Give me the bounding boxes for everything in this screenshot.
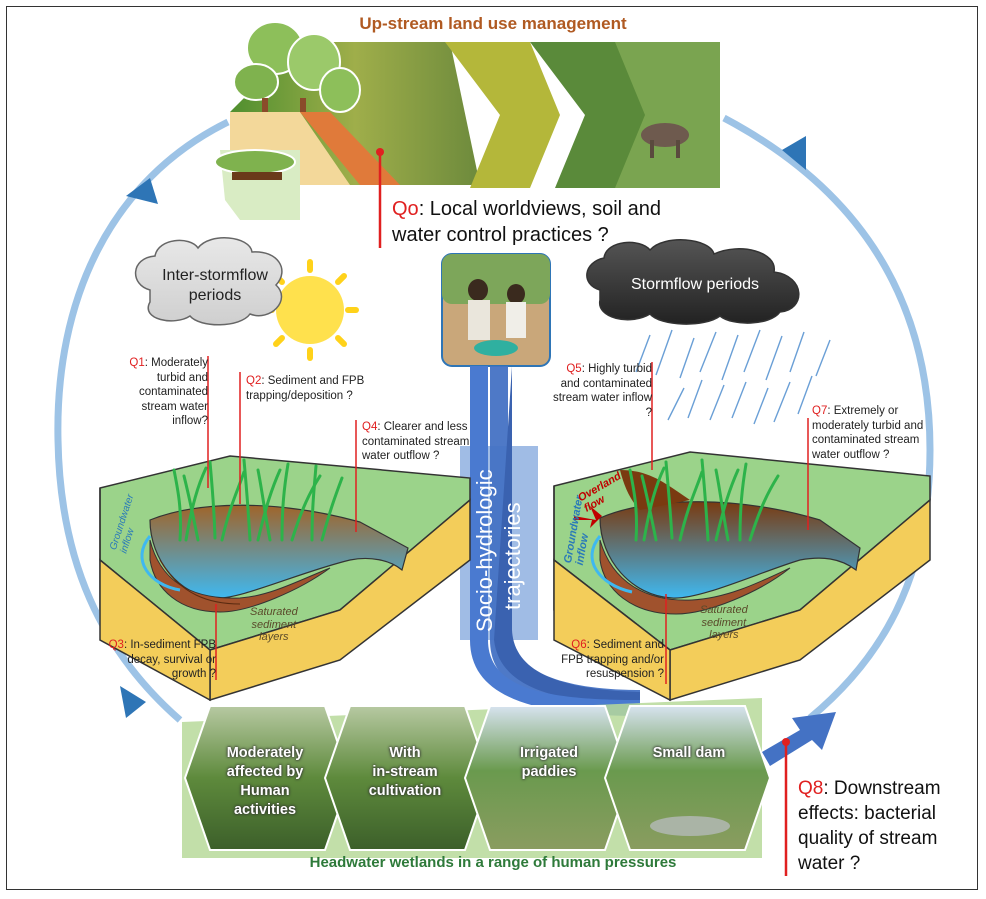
wetland-strip (182, 698, 772, 858)
land-use-strip (214, 21, 720, 220)
question-q6: Q6: Sediment and FPB trapping and/or res… (561, 639, 664, 680)
rain-icon (635, 329, 831, 425)
upstream-title: Up-stream land use management (359, 14, 627, 33)
question-q7: Q7: Extremely or moderately turbid and c… (812, 405, 924, 461)
question-q2: Q2: Sediment and FPB trapping/deposition… (246, 375, 365, 402)
q8-dot (782, 738, 790, 746)
arrow-head-right-top (782, 136, 806, 170)
saturated-label-right: Saturated sediment layers (700, 604, 748, 641)
q0-text: : Local worldviews, soil and water contr… (392, 198, 662, 246)
inter-storm-label: Inter-stormflow periods (150, 266, 280, 306)
question-q8: Q8: Downstream effects: bacterial qualit… (798, 776, 978, 876)
arrow-head-left-top (126, 178, 158, 204)
question-q4: Q4: Clearer and less contaminated stream… (362, 421, 470, 462)
storm-cloud-icon (586, 239, 800, 325)
q0-dot (376, 148, 384, 156)
question-q0: Qo: Local worldviews, soil and water con… (392, 196, 712, 248)
question-leaders (207, 356, 809, 684)
saturated-label-left: Saturated sediment layers (250, 606, 298, 643)
wetland-label-3: Irrigated paddies (519, 745, 578, 780)
question-q3: Q3: In-sediment FPB decay, survival or g… (108, 639, 216, 680)
headwater-title: Headwater wetlands in a range of human p… (309, 854, 677, 871)
left-wetland-block (99, 455, 471, 702)
storm-label: Stormflow periods (630, 276, 760, 293)
trajectory-band (460, 366, 640, 716)
arrow-head-left-bottom (120, 686, 146, 718)
trajectory-line2: trajectories (500, 502, 525, 610)
trajectory-line1: Socio-hydrologic (472, 469, 497, 632)
wetland-label-4: Small dam (652, 745, 726, 761)
question-q1: Q1: Moderately turbid and contaminated s… (129, 357, 208, 427)
inter-storm-line2: periods (188, 287, 242, 304)
q8-number: Q8 (798, 778, 824, 799)
wetland-label-1: Moderately affected by Human activities (226, 745, 304, 818)
downstream-arrow (762, 712, 836, 766)
question-q5: Q5: Highly turbid and contaminated strea… (552, 363, 652, 419)
figure-frame (6, 6, 978, 890)
inter-storm-line1: Inter-stormflow (162, 267, 268, 284)
right-wetland-block (553, 451, 931, 702)
inter-storm-cloud-icon (134, 237, 283, 326)
q8-text: : Downstream effects: bacterial quality … (798, 778, 941, 874)
people-photo (441, 253, 551, 367)
cycle-arrow-heads (120, 136, 806, 718)
q0-number: Qo (392, 198, 419, 220)
wetland-label-2: With in-stream cultivation (368, 745, 442, 799)
